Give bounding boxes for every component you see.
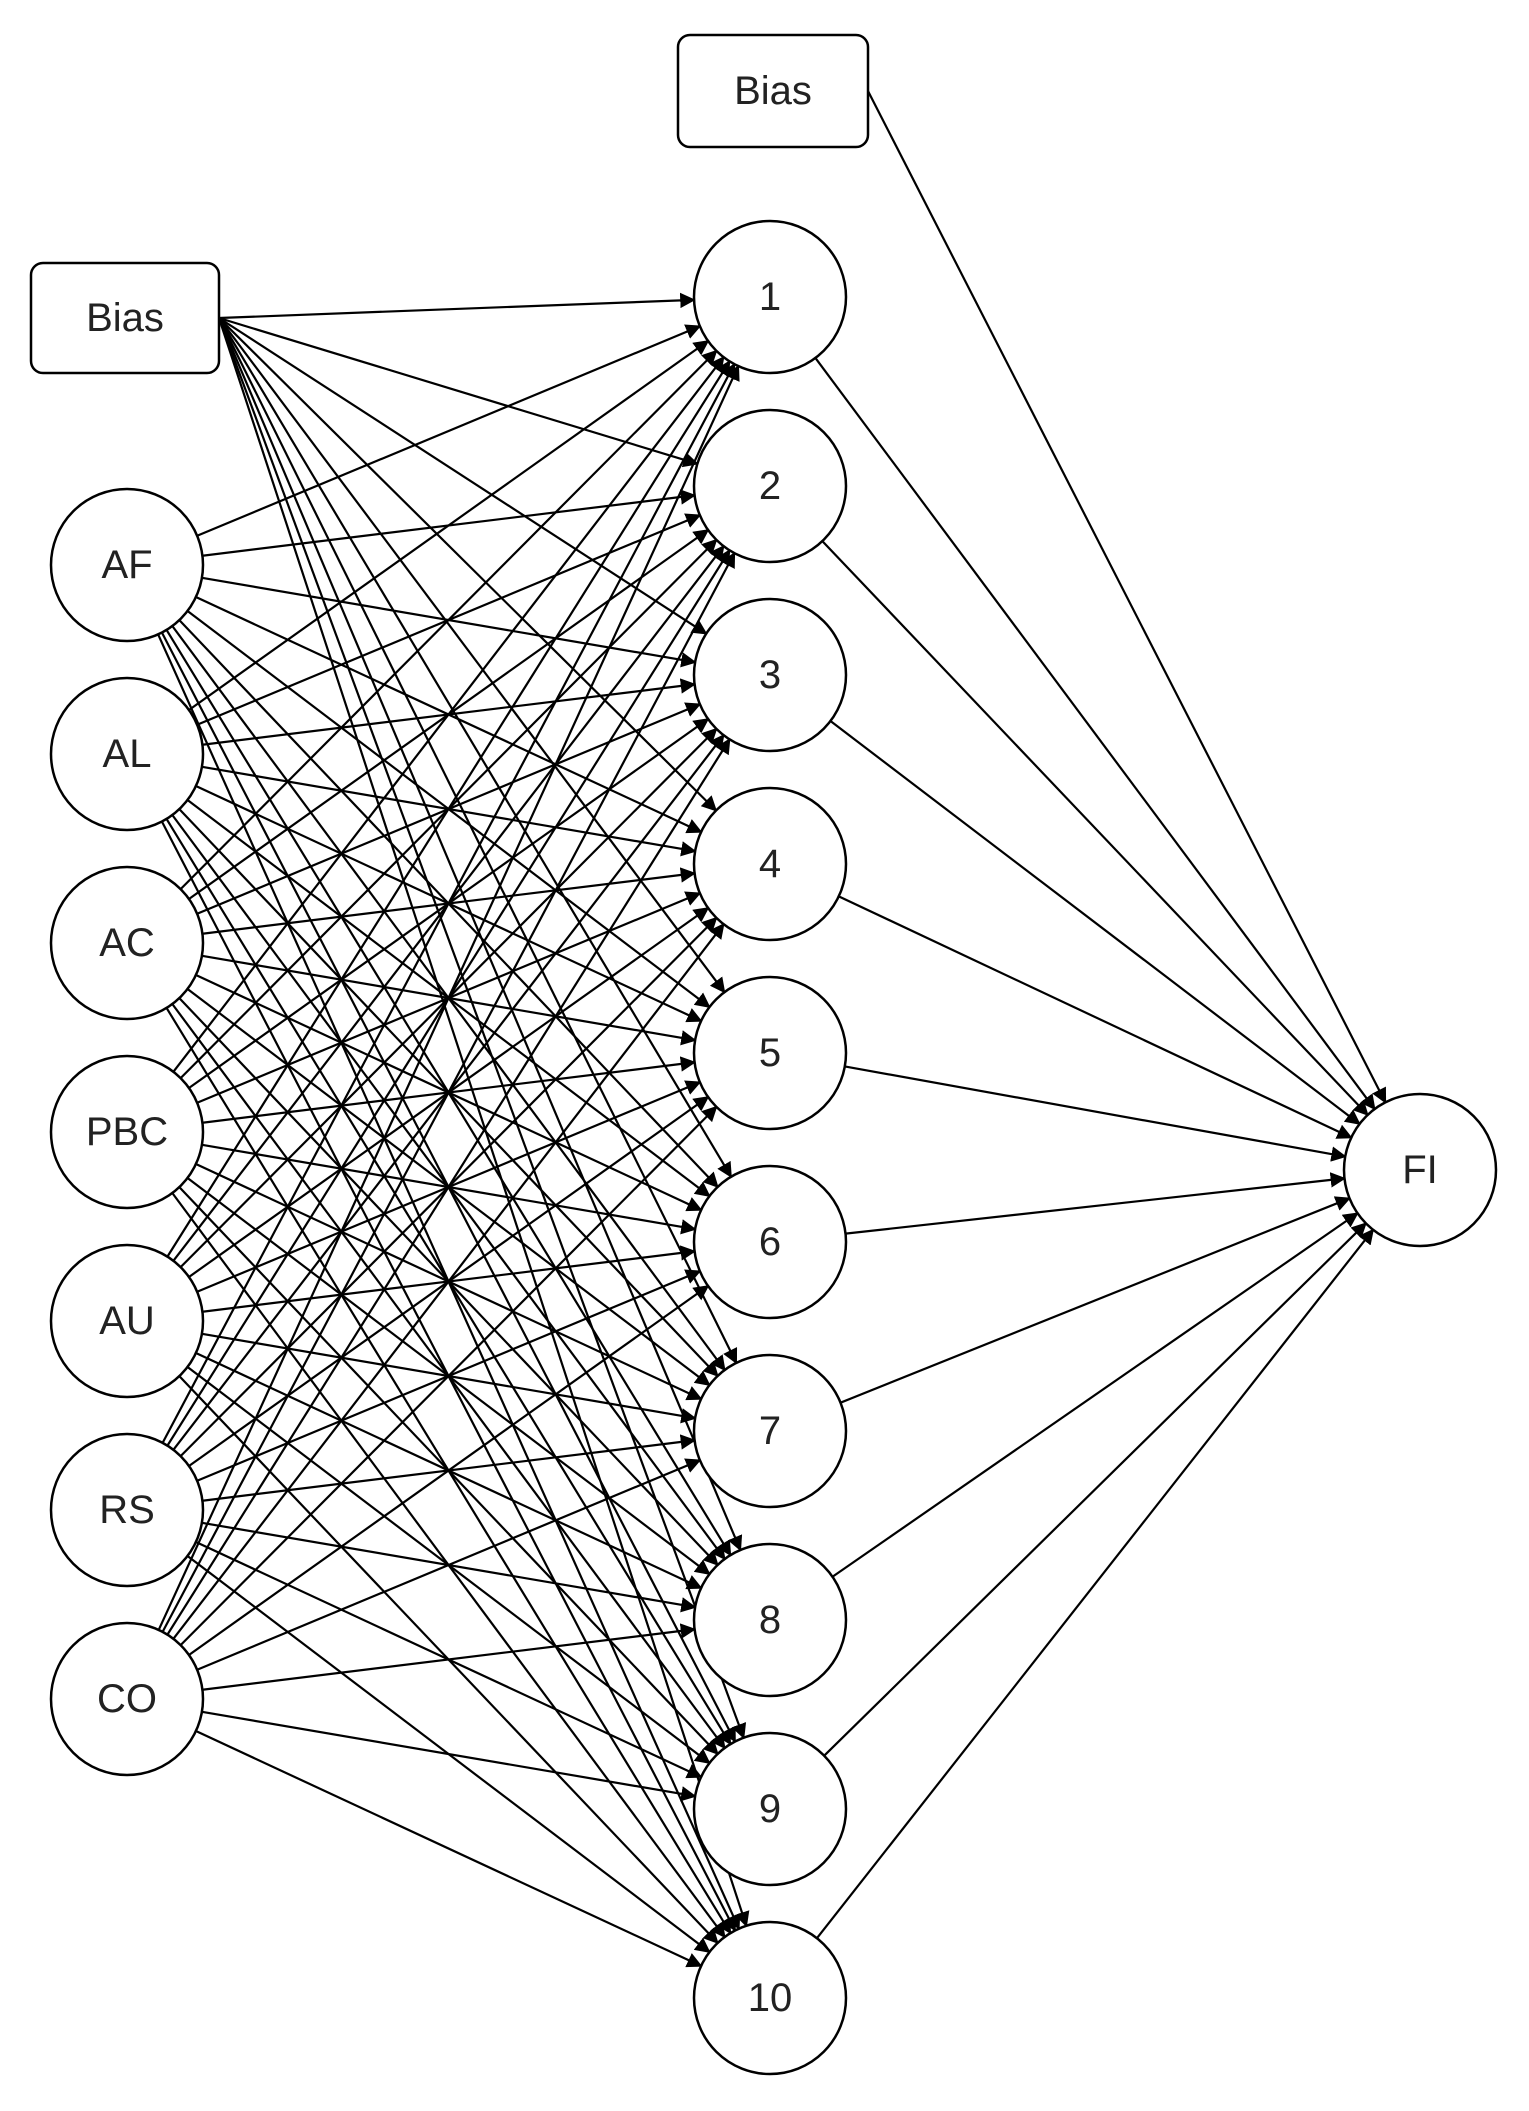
hidden-bias-node: Bias	[676, 33, 870, 149]
edge-input-to-hidden	[166, 360, 731, 1258]
edge-hidden-to-output	[838, 895, 1353, 1139]
input-node-label: AL	[103, 732, 152, 776]
edge-hidden-to-output	[840, 1196, 1351, 1404]
edge-input-to-hidden	[172, 922, 725, 1640]
edge-input-to-hidden	[166, 738, 731, 1636]
edge-hidden-to-output	[814, 357, 1376, 1111]
edge-hidden-to-output	[823, 1222, 1367, 1757]
connection-edges	[157, 90, 1387, 1968]
hidden-node-3: 3	[692, 597, 848, 753]
edge-hidden-to-output	[831, 1212, 1359, 1578]
input-node-ac: AC	[49, 865, 205, 1021]
hidden-node-label: 3	[759, 653, 781, 697]
input-bias-node: Bias	[29, 261, 221, 375]
edge-input-to-hidden	[172, 355, 725, 1073]
hidden-node-label: 2	[759, 464, 781, 508]
input-node-label: RS	[99, 1488, 155, 1532]
hidden-node-5: 5	[692, 975, 848, 1131]
input-bias-label: Bias	[86, 296, 164, 340]
edge-input-to-hidden	[201, 1710, 697, 1802]
hidden-bias-label: Bias	[734, 69, 812, 113]
hidden-node-10: 10	[692, 1920, 848, 2076]
edge-input-to-hidden	[179, 349, 718, 890]
edge-input-to-hidden	[157, 364, 740, 1631]
edge-input-to-hidden	[196, 1458, 702, 1671]
output-node-label: FI	[1402, 1148, 1438, 1192]
edge-hidden-to-output	[845, 1172, 1346, 1235]
input-node-pbc: PBC	[49, 1054, 205, 1210]
edge-input-bias-to-hidden	[218, 317, 718, 812]
hidden-node-7: 7	[692, 1353, 848, 1509]
edge-input-to-hidden	[196, 324, 702, 537]
edge-input-to-hidden	[179, 1105, 718, 1646]
input-node-rs: RS	[49, 1432, 205, 1588]
edge-input-bias-to-hidden	[218, 317, 738, 1365]
edge-input-bias-to-hidden	[218, 292, 696, 320]
edge-input-to-hidden	[188, 1285, 710, 1656]
edge-input-to-hidden	[161, 362, 736, 1444]
hidden-node-label: 10	[748, 1976, 793, 2020]
input-node-co: CO	[49, 1621, 205, 1777]
hidden-node-4: 4	[692, 786, 848, 942]
input-node-al: AL	[49, 676, 205, 832]
edge-hidden-to-output	[844, 1065, 1347, 1162]
edge-input-to-hidden	[202, 1623, 697, 1691]
input-node-au: AU	[49, 1243, 205, 1399]
edge-input-bias-to-hidden	[218, 317, 733, 1179]
edge-input-to-hidden	[188, 340, 710, 711]
hidden-node-label: 4	[759, 842, 781, 886]
hidden-node-9: 9	[692, 1731, 848, 1887]
hidden-node-2: 2	[692, 408, 848, 564]
edge-hidden-to-output	[821, 540, 1369, 1117]
edge-hidden-to-output	[829, 720, 1361, 1125]
edge-hidden-to-output	[816, 1228, 1375, 1939]
hidden-node-label: 1	[759, 275, 781, 319]
hidden-node-label: 6	[759, 1220, 781, 1264]
input-node-label: AU	[99, 1299, 155, 1343]
output-node-fi: FI	[1342, 1092, 1498, 1248]
hidden-node-6: 6	[692, 1164, 848, 1320]
hidden-node-1: 1	[692, 219, 848, 375]
edge-input-bias-to-hidden	[217, 317, 743, 1552]
input-node-label: AF	[101, 543, 152, 587]
hidden-node-8: 8	[692, 1542, 848, 1698]
input-node-label: PBC	[86, 1110, 168, 1154]
edge-input-to-hidden	[195, 1730, 703, 1968]
input-node-label: AC	[99, 921, 155, 965]
input-node-af: AF	[49, 487, 205, 643]
hidden-node-label: 7	[759, 1409, 781, 1453]
hidden-node-label: 5	[759, 1031, 781, 1075]
input-node-label: CO	[97, 1677, 157, 1721]
edge-input-bias-to-hidden	[218, 316, 699, 468]
edge-input-to-hidden	[161, 551, 736, 1633]
hidden-node-label: 8	[759, 1598, 781, 1642]
edge-input-bias-to-hidden	[218, 317, 708, 635]
edge-hidden-bias-to-output	[867, 90, 1387, 1104]
hidden-node-label: 9	[759, 1787, 781, 1831]
